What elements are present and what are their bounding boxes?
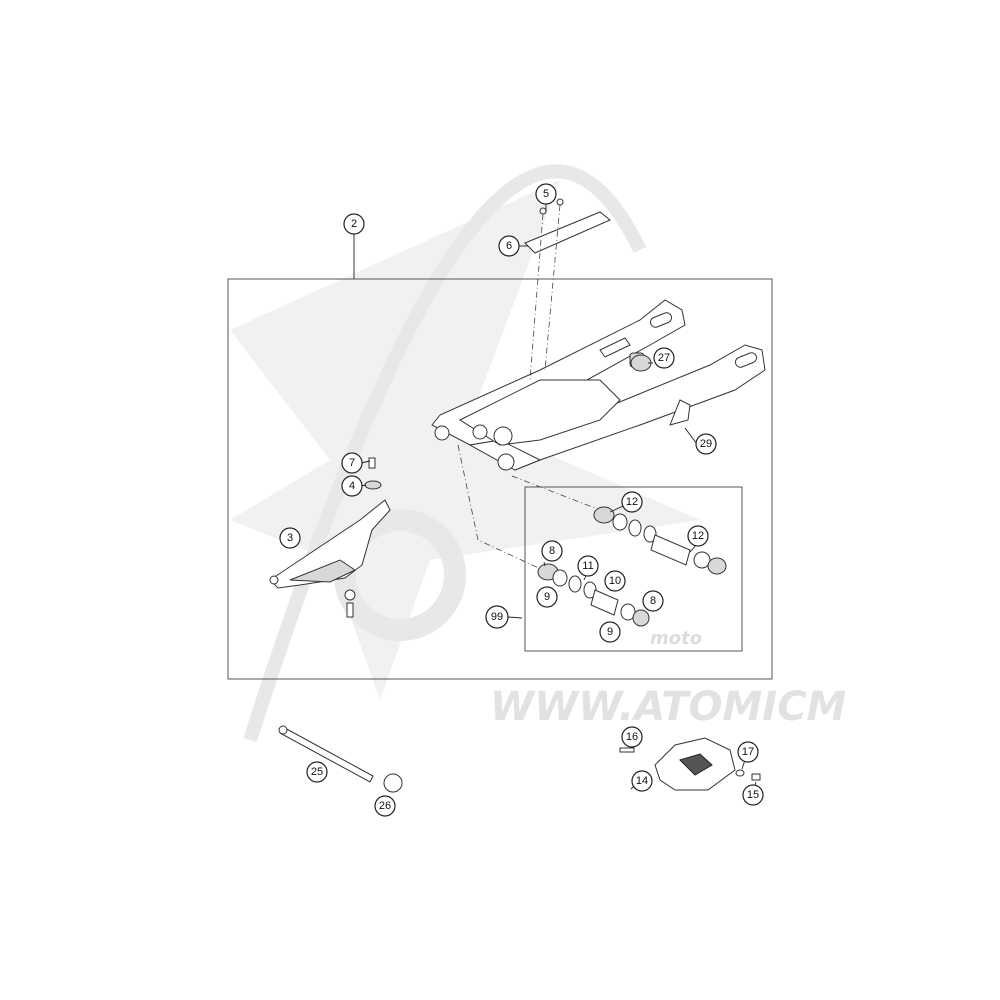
callout-7: 7: [341, 452, 363, 474]
svg-text:3: 3: [287, 532, 293, 544]
guide-line: [544, 204, 561, 371]
callout-25: 25: [306, 761, 328, 783]
callout-5: 5: [535, 183, 557, 205]
svg-text:14: 14: [636, 775, 648, 787]
svg-text:10: 10: [609, 575, 621, 587]
callout-3: 3: [279, 527, 301, 549]
svg-text:8: 8: [549, 545, 555, 557]
guide-line: [529, 213, 544, 381]
svg-text:4: 4: [349, 480, 355, 492]
callout-14: 14: [631, 770, 653, 792]
bearing-kit-illustration: [537, 506, 727, 627]
spacer-illustration: [383, 773, 403, 793]
svg-text:5: 5: [543, 188, 549, 200]
chain-slider-illustration: [269, 499, 391, 618]
watermark-url: WWW.ATOMICM: [490, 684, 846, 730]
callout-26: 26: [374, 795, 396, 817]
callout-27: 27: [653, 347, 675, 369]
svg-text:17: 17: [742, 746, 754, 758]
callout-9-left: 9: [536, 586, 558, 608]
nut-illustration: [751, 773, 761, 781]
callout-8-right: 8: [642, 590, 664, 612]
svg-text:7: 7: [349, 457, 355, 469]
swingarm-illustration: [431, 299, 766, 471]
callout-8-left: 8: [541, 540, 563, 562]
callout-29: 29: [695, 433, 717, 455]
callout-99: 99: [485, 605, 509, 629]
svg-text:9: 9: [544, 591, 550, 603]
washer-illustration: [364, 480, 382, 490]
chain-guide-illustration: [619, 737, 761, 791]
bearing-kit-frame: [524, 486, 743, 652]
callout-4: 4: [341, 475, 363, 497]
callout-15: 15: [742, 784, 764, 806]
callout-9-right: 9: [599, 621, 621, 643]
swingarm-axle-illustration: [278, 725, 374, 783]
svg-text:9: 9: [607, 626, 613, 638]
callout-2: 2: [343, 213, 365, 235]
svg-text:16: 16: [626, 731, 638, 743]
guide-line: [457, 444, 544, 571]
bolt-illustration: [619, 747, 635, 753]
svg-text:2: 2: [351, 218, 357, 230]
svg-text:26: 26: [379, 800, 391, 812]
callout-12-top: 12: [621, 491, 643, 513]
callout-10: 10: [604, 570, 626, 592]
svg-text:12: 12: [626, 496, 638, 508]
guide-line: [511, 475, 601, 511]
callout-16: 16: [621, 726, 643, 748]
screw-illustration: [368, 457, 376, 469]
svg-text:29: 29: [700, 438, 712, 450]
clamp-illustration: [524, 198, 611, 254]
svg-text:15: 15: [747, 789, 759, 801]
svg-text:11: 11: [582, 560, 593, 572]
svg-text:25: 25: [311, 766, 323, 778]
callout-17: 17: [737, 741, 759, 763]
svg-text:99: 99: [491, 611, 503, 623]
callout-11: 11: [577, 555, 599, 577]
washer-illustration: [735, 769, 745, 777]
watermark-brand: moto: [650, 628, 702, 649]
svg-text:12: 12: [692, 530, 704, 542]
swingarm-assembly-frame: [227, 278, 773, 680]
svg-text:8: 8: [650, 595, 656, 607]
callout-6: 6: [498, 235, 520, 257]
svg-text:27: 27: [658, 352, 670, 364]
svg-text:6: 6: [506, 240, 512, 252]
callout-12-right: 12: [687, 525, 709, 547]
